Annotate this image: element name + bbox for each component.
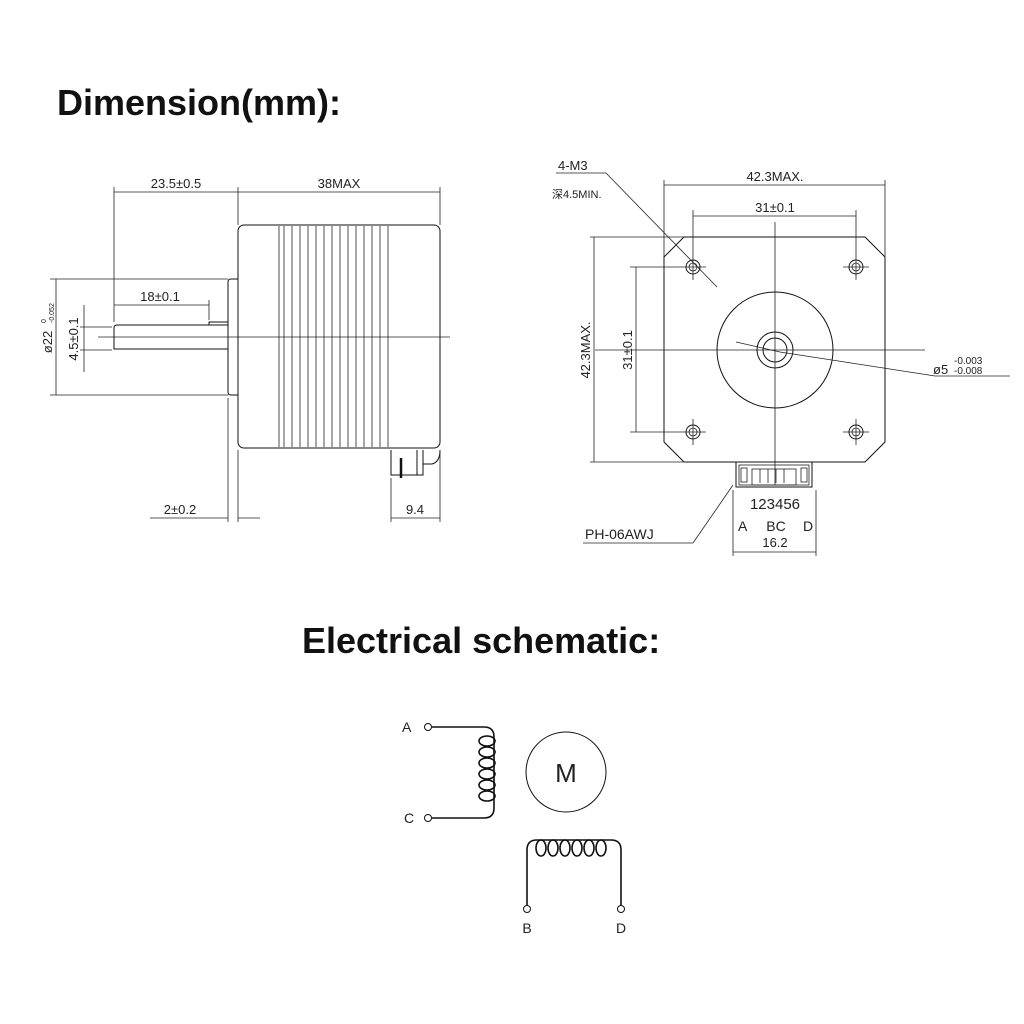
boss-diameter-label: ø22 0 -0.052 bbox=[40, 303, 56, 353]
side-view: 23.5±0.5 38MAX 18±0.1 ø22 0 -0.052 4.5±0… bbox=[40, 176, 450, 522]
hole-spacing-v-label: 31±0.1 bbox=[620, 330, 635, 370]
cooling-fins bbox=[278, 226, 389, 447]
shaft-tol-upper: -0.003 bbox=[954, 356, 983, 367]
terminal-b bbox=[523, 905, 531, 913]
pin-numbers-label: 123456 bbox=[750, 496, 800, 513]
motor-circle bbox=[525, 731, 607, 813]
mounting-holes bbox=[680, 254, 869, 445]
width-label: 42.3MAX. bbox=[746, 169, 803, 184]
boss-height-label: 2±0.2 bbox=[164, 502, 196, 517]
height-label: 42.3MAX. bbox=[578, 321, 593, 378]
connector bbox=[390, 450, 424, 476]
terminal-a-label: A bbox=[402, 719, 412, 735]
body-length-label: 38MAX bbox=[318, 176, 361, 191]
terminal-d-label: D bbox=[616, 920, 626, 936]
pin-a-label: A bbox=[738, 518, 748, 534]
mount-thread-label: 4-M3 bbox=[558, 158, 588, 173]
schematic-heading: Electrical schematic: bbox=[302, 620, 661, 661]
flange-outline bbox=[663, 236, 886, 463]
coil-ac-wire bbox=[432, 726, 495, 819]
connector-model-label: PH-06AWJ bbox=[585, 526, 654, 542]
coil-bd-turns bbox=[535, 839, 607, 857]
coil-ac-turns bbox=[478, 735, 496, 802]
shaft-flat bbox=[208, 321, 228, 325]
connector-width-label: 16.2 bbox=[762, 535, 787, 550]
connector-offset-label: 9.4 bbox=[406, 502, 424, 517]
flat-depth-label: 4.5±0.1 bbox=[66, 317, 81, 360]
motor-label: M bbox=[555, 758, 577, 788]
svg-text:-0.052: -0.052 bbox=[49, 303, 56, 323]
shaft-length-label: 23.5±0.5 bbox=[151, 176, 202, 191]
svg-text:ø22: ø22 bbox=[40, 331, 55, 353]
pin-d-label: D bbox=[803, 518, 813, 534]
front-view: 4-M3 深4.5MIN. 42.3MAX. 31±0.1 42.3MAX. 3… bbox=[552, 158, 1010, 556]
dimension-heading: Dimension(mm): bbox=[57, 82, 342, 123]
flat-length-label: 18±0.1 bbox=[140, 289, 180, 304]
terminal-c bbox=[424, 814, 432, 822]
terminal-c-label: C bbox=[404, 810, 414, 826]
pin-bc-label: BC bbox=[766, 518, 785, 534]
svg-text:0: 0 bbox=[41, 319, 48, 323]
thread-depth-label: 深4.5MIN. bbox=[552, 188, 602, 201]
terminal-b-label: B bbox=[522, 920, 531, 936]
shaft-diameter-label: ø5 bbox=[933, 362, 948, 377]
motor-body bbox=[237, 224, 441, 449]
connector-housing bbox=[735, 461, 813, 488]
terminal-d bbox=[617, 905, 625, 913]
terminal-a bbox=[424, 723, 432, 731]
schematic: M A C B D bbox=[402, 719, 626, 936]
hole-spacing-h-label: 31±0.1 bbox=[755, 200, 795, 215]
coil-bd-wire bbox=[526, 839, 622, 905]
shaft bbox=[113, 324, 228, 350]
shaft-tol-lower: -0.008 bbox=[954, 366, 983, 377]
